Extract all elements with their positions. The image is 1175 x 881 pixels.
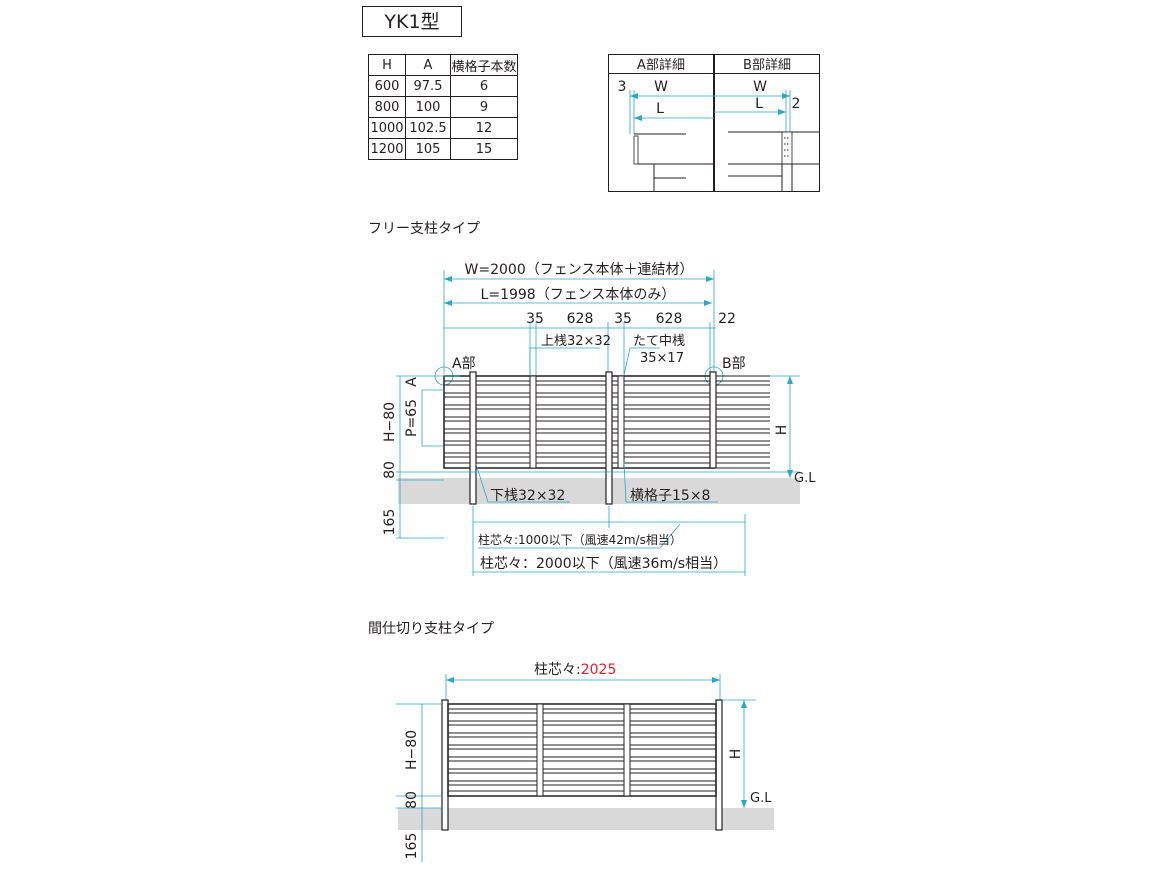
- segment-label: 35: [614, 311, 632, 327]
- b-part-label: B部: [722, 356, 746, 372]
- header-a: A: [405, 54, 451, 76]
- free-post-diagram: W=2000（フェンス本体＋連結材） L=1998（フェンス本体のみ） 35 6…: [382, 262, 816, 576]
- cell-h: 600: [368, 75, 406, 97]
- table-row: 800 100 9: [368, 96, 518, 118]
- segment-label: 22: [718, 311, 736, 327]
- ground-band: [398, 808, 774, 830]
- cell-a: 100: [405, 96, 451, 118]
- header-h: H: [368, 54, 406, 76]
- mid-post-size: 35×17: [640, 351, 684, 366]
- cell-count: 9: [450, 96, 518, 118]
- dim-80: 80: [404, 791, 420, 809]
- fence-frame: [443, 375, 715, 469]
- segment-label: 628: [656, 311, 683, 327]
- w-dimension: W=2000（フェンス本体＋連結材）: [465, 262, 694, 278]
- detail-b-l: L: [755, 96, 763, 112]
- gl-label: G.L: [794, 471, 816, 486]
- cell-count: 12: [450, 117, 518, 139]
- cell-h: 800: [368, 96, 406, 118]
- cell-h: 1000: [368, 117, 406, 139]
- post-pitch-2000: 柱芯々：2000以下（風速36m/s相当）: [480, 556, 727, 572]
- dim-a: A: [404, 377, 420, 387]
- detail-b-w: W: [753, 79, 767, 95]
- slat-label: 横格子15×8: [630, 488, 710, 504]
- model-title: YK1型: [362, 6, 462, 37]
- vertical-stile: [623, 703, 631, 797]
- fence-post: [709, 371, 717, 469]
- table-row: 1200 105 15: [368, 138, 518, 160]
- dim-165: 165: [404, 833, 420, 860]
- partition-post: [441, 699, 449, 831]
- detail-a-title: A部詳細: [637, 57, 685, 73]
- bottom-rail-label: 下桟32×32: [490, 488, 565, 504]
- cell-a: 97.5: [405, 75, 451, 97]
- free-post-section-title: フリー支柱タイプ: [368, 221, 480, 237]
- header-slat-count: 横格子本数: [450, 54, 518, 76]
- spec-table: H A 横格子本数 600 97.5 6 800 100 9 1000 102.…: [368, 54, 518, 160]
- partition-post-diagram: 柱芯々:2025 H−80 80 165 H G.L: [396, 662, 774, 862]
- dim-h: H: [728, 749, 744, 760]
- dim-80: 80: [382, 461, 398, 479]
- gl-label: G.L: [750, 791, 772, 806]
- cell-a: 102.5: [405, 117, 451, 139]
- vertical-stile: [536, 703, 544, 797]
- cell-count: 6: [450, 75, 518, 97]
- partition-post-section-title: 間仕切り支柱タイプ: [368, 621, 494, 637]
- horizontal-slats: [448, 708, 716, 792]
- fence-post: [469, 371, 477, 505]
- detail-b-gap: 2: [792, 96, 801, 112]
- detail-b-title: B部詳細: [743, 57, 791, 73]
- detail-b-figure: B部詳細 W L 2: [714, 54, 820, 192]
- cell-count: 15: [450, 138, 518, 160]
- post-pitch-1000: 柱芯々:1000以下（風速42m/s相当）: [478, 532, 682, 547]
- vertical-stile: [529, 375, 537, 469]
- detail-a-l: L: [656, 101, 664, 117]
- pitch-value: 2025: [581, 662, 617, 678]
- fence-frame: [447, 703, 717, 797]
- segment-label: 628: [567, 311, 594, 327]
- detail-a-gap: 3: [618, 79, 627, 95]
- vertical-stile: [617, 375, 625, 469]
- table-row: 1000 102.5 12: [368, 117, 518, 139]
- detail-a-w: W: [654, 79, 668, 95]
- dim-h: H: [774, 425, 790, 436]
- a-part-label: A部: [452, 356, 476, 372]
- top-rail-label: 上桟32×32: [541, 334, 611, 349]
- segment-label: 35: [526, 311, 544, 327]
- mid-post-label: たて中桟: [633, 334, 685, 349]
- dim-p: P=65: [404, 399, 420, 437]
- l-dimension: L=1998（フェンス本体のみ）: [481, 287, 676, 303]
- fence-post: [605, 371, 613, 505]
- partition-post: [715, 699, 723, 831]
- cell-h: 1200: [368, 138, 406, 160]
- dim-165: 165: [382, 509, 398, 536]
- detail-a-figure: A部詳細 3 W L: [608, 54, 714, 192]
- ground-band: [398, 478, 800, 504]
- spec-table-header: H A 横格子本数: [368, 54, 518, 76]
- pitch-label: 柱芯々:2025: [534, 662, 616, 678]
- cell-a: 105: [405, 138, 451, 160]
- pitch-prefix: 柱芯々:: [534, 662, 581, 678]
- dim-h80: H−80: [382, 402, 398, 442]
- table-row: 600 97.5 6: [368, 75, 518, 97]
- dim-h80: H−80: [404, 730, 420, 770]
